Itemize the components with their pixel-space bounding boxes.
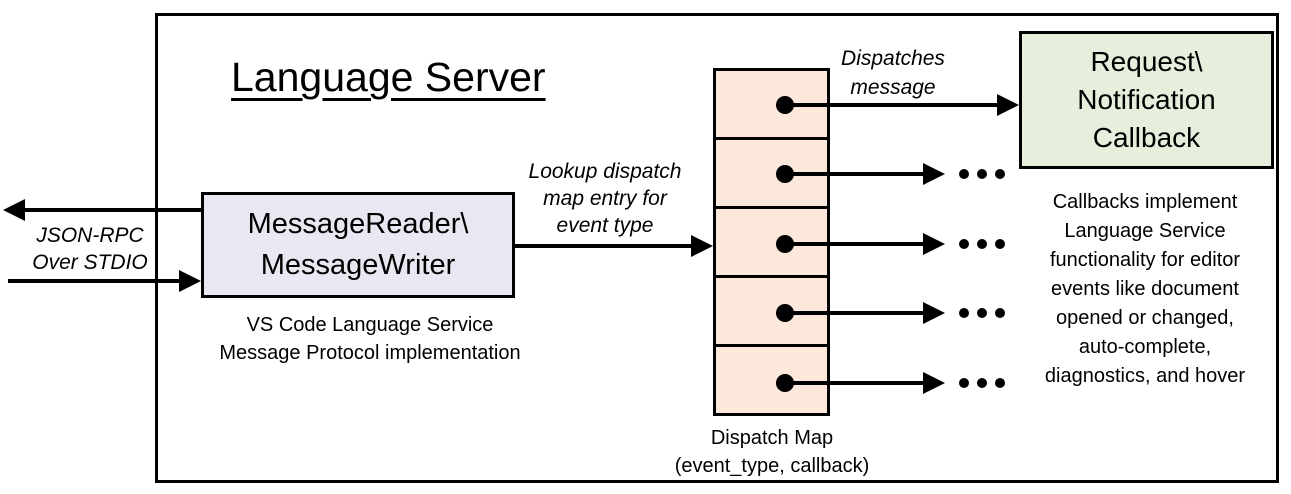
map-entry-dot xyxy=(776,374,794,392)
dispatch-arrow-5-head-icon xyxy=(923,372,945,394)
stdio-out-arrow-line xyxy=(23,208,201,212)
dispatch-map-caption: Dispatch Map (event_type, callback) xyxy=(674,427,870,477)
ellipsis-icon xyxy=(959,239,1005,249)
map-entry-dot xyxy=(776,165,794,183)
lookup-arrowhead-icon xyxy=(691,235,713,257)
dispatch-cell xyxy=(716,344,827,413)
dispatch-arrow-1-line xyxy=(785,103,999,107)
dispatch-cell xyxy=(716,275,827,344)
map-entry-dot xyxy=(776,96,794,114)
stdio-out-arrowhead-icon xyxy=(3,199,25,221)
stdio-label: JSON-RPC Over STDIO xyxy=(32,224,148,274)
lookup-arrow-line xyxy=(515,244,691,248)
dispatch-arrow-4-head-icon xyxy=(923,302,945,324)
dispatch-arrow-2-line xyxy=(785,172,925,176)
message-reader-writer-box: MessageReader\ MessageWriter xyxy=(201,192,515,298)
ellipsis-icon xyxy=(959,169,1005,179)
lookup-annotation: Lookup dispatch map entry for event type xyxy=(528,160,682,237)
diagram-title: Language Server xyxy=(231,54,546,100)
request-notification-callback-box: Request\ Notification Callback xyxy=(1019,31,1274,169)
dispatches-annotation: Dispatches message xyxy=(841,47,945,99)
map-entry-dot xyxy=(776,304,794,322)
stdio-in-arrow-line xyxy=(8,279,179,283)
ellipsis-icon xyxy=(959,308,1005,318)
dispatch-arrow-3-line xyxy=(785,242,925,246)
ellipsis-icon xyxy=(959,378,1005,388)
map-entry-dot xyxy=(776,235,794,253)
dispatch-cell xyxy=(716,137,827,206)
dispatch-arrow-5-line xyxy=(785,381,925,385)
message-box-caption: VS Code Language Service Message Protoco… xyxy=(219,314,521,364)
dispatch-arrow-4-line xyxy=(785,311,925,315)
dispatch-arrow-2-head-icon xyxy=(923,163,945,185)
callbacks-note: Callbacks implement Language Service fun… xyxy=(1044,191,1246,387)
dispatch-arrow-1-head-icon xyxy=(997,94,1019,116)
dispatch-cell xyxy=(716,206,827,275)
stdio-in-arrowhead-icon xyxy=(179,270,201,292)
dispatch-arrow-3-head-icon xyxy=(923,233,945,255)
